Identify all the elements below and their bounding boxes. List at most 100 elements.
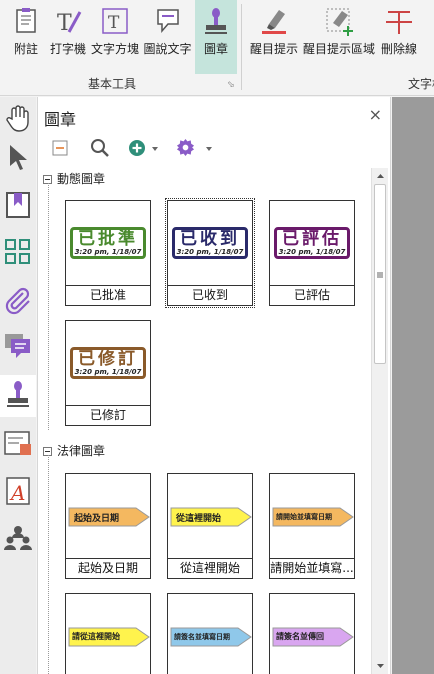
typewriter-icon: T	[57, 11, 82, 36]
highlight-button[interactable]: 醒目提示	[246, 0, 302, 74]
svg-text:T: T	[108, 13, 120, 33]
collapse-all-button[interactable]	[52, 137, 68, 159]
panel-title: 圖章	[44, 110, 77, 129]
stamp-label: 圖章	[203, 42, 228, 56]
category-label: 動態圖章	[57, 172, 106, 186]
comments-tool[interactable]	[0, 328, 36, 366]
stamp-item-begin-fill[interactable]: 請開始並填寫日期 請開始並填寫...	[269, 473, 355, 579]
stamp-item-approved[interactable]: 已批準 3:20 pm, 1/18/07 已批准	[65, 200, 151, 306]
stamp-preview-text: 起始及日期	[74, 514, 120, 524]
stamp-item-evaluated[interactable]: 已評估 3:20 pm, 1/18/07 已評估	[269, 200, 355, 306]
highlight-area-icon	[326, 8, 353, 36]
stamp-preview-text: 請開始並填寫日期	[276, 513, 332, 521]
category-label: 法律圖章	[57, 444, 106, 458]
ribbon-toolbar: 附註 T 打字機 T 文字方塊 圖說文字 圖章 醒目提示 醒目提示區域 刪除線 …	[0, 0, 434, 96]
users-tool[interactable]	[0, 519, 36, 557]
thumbnails-tool[interactable]	[0, 233, 36, 271]
highlight-label: 醒目提示	[249, 42, 298, 56]
left-sidebar: A	[0, 97, 36, 674]
signature-icon: A	[6, 477, 30, 505]
collapse-toggle-icon[interactable]	[43, 175, 52, 184]
sign-here-arrow	[170, 627, 252, 647]
more-button[interactable]	[424, 0, 434, 74]
grip-icon	[377, 272, 383, 278]
textbox-icon: T	[102, 8, 128, 34]
hand-icon	[6, 105, 29, 132]
stamp-name: 已評估	[270, 285, 354, 305]
attachments-tool[interactable]	[0, 281, 36, 319]
stamp-preview: 已批準 3:20 pm, 1/18/07	[70, 227, 146, 259]
close-icon[interactable]: ×	[368, 105, 382, 124]
forms-tool[interactable]	[0, 425, 36, 463]
stamp-preview: 已修訂 3:20 pm, 1/18/07	[70, 347, 146, 379]
sign-here-arrow	[68, 507, 150, 527]
search-button[interactable]	[90, 137, 110, 159]
strikethrough-icon	[386, 11, 412, 34]
note-icon	[16, 8, 36, 33]
stamp-preview-date: 3:20 pm, 1/18/07	[74, 368, 142, 376]
add-stamp-button[interactable]	[128, 137, 166, 159]
stamp-name: 已批准	[66, 285, 150, 305]
stamp-item-received[interactable]: 已收到 3:20 pm, 1/18/07 已收到	[165, 198, 255, 308]
chevron-down-icon	[152, 147, 158, 151]
note-button[interactable]: 附註	[0, 0, 52, 74]
stamps-panel: 圖章 × 動態圖章 已批準 3:20 pm, 1/18/07 已批准 已收到 3…	[37, 97, 391, 674]
stamp-preview-text: 已評估	[282, 229, 342, 249]
sign-here-arrow	[272, 627, 354, 647]
stamp-preview-text: 請簽名並傳回	[276, 632, 324, 641]
arrow-pointer-icon	[10, 145, 27, 170]
stamp-preview-text: 已修訂	[78, 349, 138, 369]
stamp-name: 起始及日期	[66, 558, 150, 578]
sign-here-arrow	[272, 507, 354, 527]
select-tool[interactable]	[0, 138, 36, 176]
bookmarks-tool[interactable]	[0, 186, 36, 224]
group-label-text: 文字標	[408, 77, 434, 91]
stamp-preview-text: 已批準	[78, 229, 138, 249]
text-tool-icon	[424, 6, 434, 36]
sign-here-arrow	[170, 507, 252, 527]
collapse-icon	[52, 140, 68, 156]
search-icon	[91, 139, 109, 157]
callout-button[interactable]: 圖說文字	[141, 0, 194, 74]
panel-scrollbar[interactable]	[371, 168, 388, 674]
stamp-name: 已修訂	[66, 405, 150, 425]
signature-tool[interactable]: A	[0, 472, 36, 510]
highlight-icon	[262, 10, 286, 34]
group-label-basic: 基本工具	[88, 77, 137, 91]
grid-icon	[5, 239, 30, 264]
paperclip-icon	[5, 287, 30, 315]
highlight-area-button[interactable]: 醒目提示區域	[300, 0, 378, 74]
users-icon	[4, 526, 32, 550]
stamp-item-please-start[interactable]: 請從這裡開始	[65, 593, 151, 674]
svg-text:A: A	[9, 481, 25, 505]
stamp-item-start-here[interactable]: 從這裡開始 從這裡開始	[167, 473, 253, 579]
form-icon	[4, 431, 31, 455]
hand-tool[interactable]	[0, 99, 36, 137]
stamp-button[interactable]: 圖章	[195, 0, 237, 74]
textbox-button[interactable]: T 文字方塊	[89, 0, 141, 74]
category-legal[interactable]: 法律圖章	[43, 442, 105, 459]
stamp-item-revised[interactable]: 已修訂 3:20 pm, 1/18/07 已修訂	[65, 320, 151, 426]
stamp-name: 已收到	[168, 285, 252, 305]
stamps-tool[interactable]	[0, 375, 36, 417]
stamp-settings-button[interactable]	[176, 137, 214, 159]
stamp-preview-text: 請簽名並填寫日期	[174, 633, 230, 641]
scrollbar-thumb[interactable]	[374, 184, 386, 364]
scroll-down-icon[interactable]	[373, 660, 388, 672]
stamp-preview-text: 請從這裡開始	[72, 632, 120, 641]
stamp-item-initial-date[interactable]: 起始及日期 起始及日期	[65, 473, 151, 579]
scroll-up-icon[interactable]	[373, 170, 388, 182]
gear-icon	[176, 138, 195, 157]
document-area[interactable]	[392, 97, 434, 674]
dialog-launcher-icon[interactable]: ⬂	[227, 80, 235, 90]
category-dynamic[interactable]: 動態圖章	[43, 170, 105, 187]
strikethrough-label: 刪除線	[380, 42, 417, 56]
stamp-preview-date: 3:20 pm, 1/18/07	[74, 248, 142, 256]
collapse-toggle-icon[interactable]	[43, 447, 52, 456]
stamp-item-sign-return[interactable]: 請簽名並傳回	[269, 593, 355, 674]
group-divider	[241, 4, 242, 90]
stamp-item-sign-date[interactable]: 請簽名並填寫日期	[167, 593, 253, 674]
add-circle-icon	[129, 140, 145, 156]
typewriter-button[interactable]: T 打字機	[47, 0, 89, 74]
strikethrough-button[interactable]: 刪除線	[378, 0, 420, 74]
